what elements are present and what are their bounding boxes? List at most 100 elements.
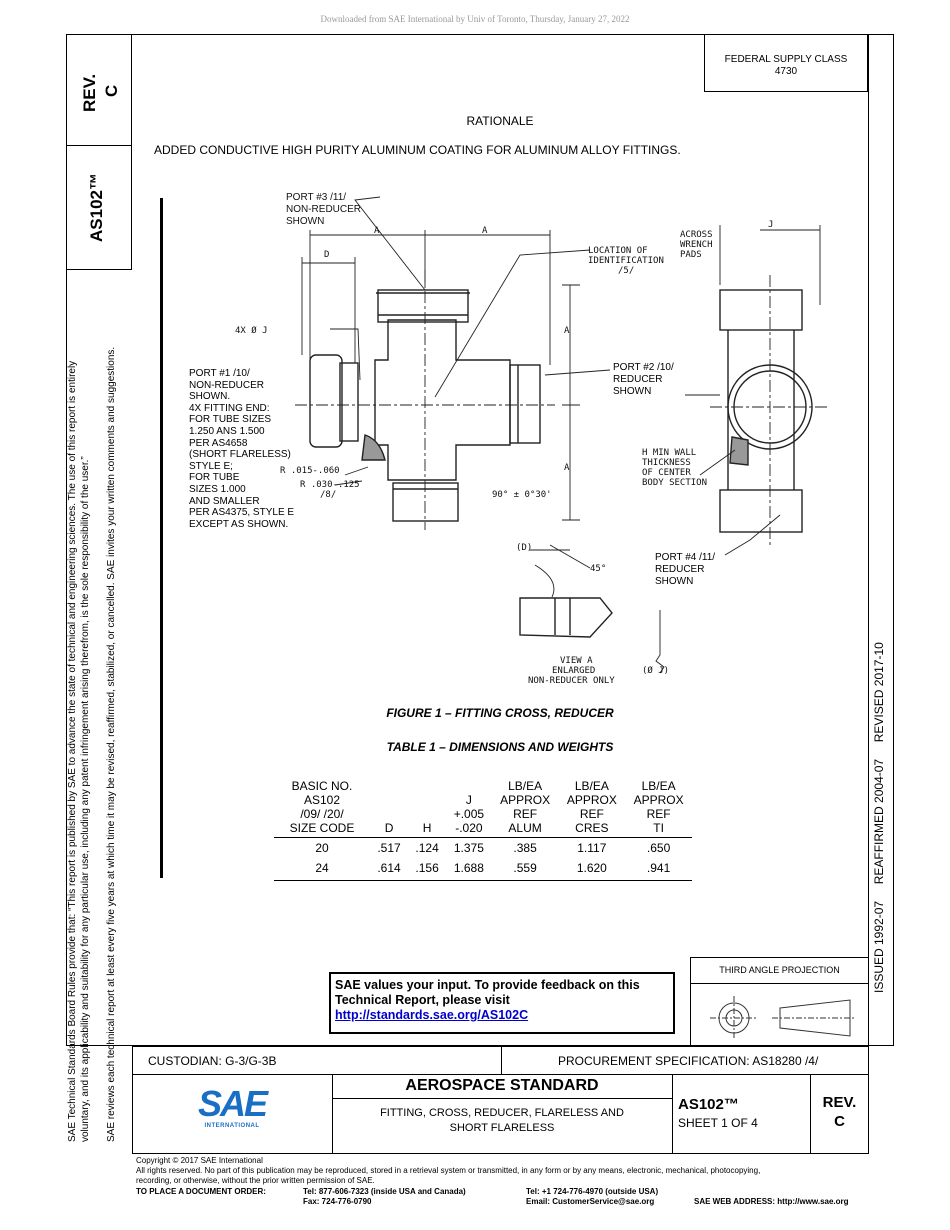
table-cell: 20 — [315, 841, 329, 855]
revision-bar — [160, 198, 163, 878]
location-line-3: /5/ — [618, 266, 634, 276]
rights-line-2: recording, or otherwise, without the pri… — [136, 1176, 375, 1185]
header-d: D — [384, 821, 394, 835]
footer: Copyright © 2017 SAE International All r… — [136, 1156, 876, 1186]
table-cell: 1.688 — [453, 861, 484, 875]
fitting-drawing: PORT #3 /11/ NON-REDUCER SHOWN A A A A D… — [235, 192, 830, 686]
radius-1: R .015-.060 — [280, 466, 340, 476]
sheet-number: SHEET 1 OF 4 — [678, 1116, 758, 1130]
rev-value-bottom: C — [834, 1113, 845, 1130]
table-cell: .124 — [415, 841, 439, 855]
port1-line: (SHORT FLARELESS) — [189, 449, 291, 461]
port4-note: PORT #4 /11/ REDUCER SHOWN — [655, 552, 715, 588]
third-angle-projection-icon — [710, 996, 856, 1040]
port3-line-1: PORT #3 /11/ — [286, 192, 346, 203]
doc-subtitle-1: FITTING, CROSS, REDUCER, FLARELESS AND — [380, 1107, 624, 1119]
port1-line: NON-REDUCER — [189, 379, 264, 391]
sae-logo-text: SAE — [197, 1083, 268, 1124]
across-line-1: ACROSS — [680, 230, 713, 240]
port4-line: REDUCER — [655, 564, 705, 575]
dim-d: D — [324, 250, 329, 260]
view-line-2: ENLARGED — [552, 666, 595, 676]
table-caption: TABLE 1 – DIMENSIONS AND WEIGHTS — [386, 740, 614, 754]
dim-j: J — [768, 220, 773, 230]
port1-line: STYLE E; — [189, 460, 233, 472]
footer-tel-2: Tel: +1 724-776-4970 (outside USA) — [526, 1187, 659, 1196]
dimensions-table: BASIC NO.AS102/09/ /20/SIZE CODE D H J+.… — [274, 779, 692, 878]
title-block-divider-1 — [332, 1074, 333, 1154]
download-note: Downloaded from SAE International by Uni… — [320, 14, 630, 24]
rationale-text: ADDED CONDUCTIVE HIGH PURITY ALUMINUM CO… — [154, 143, 681, 157]
dim-a-1: A — [374, 226, 380, 236]
doc-number: AS102™ — [678, 1096, 739, 1113]
port4-line: SHOWN — [655, 576, 694, 587]
feedback-line-2: Technical Report, please visit — [335, 993, 510, 1007]
table-cell: .650 — [646, 841, 671, 855]
right-column-divider — [868, 34, 869, 1046]
phij-label: (Ø J) — [642, 665, 669, 676]
dim-a-3: A — [564, 326, 570, 336]
feedback-link[interactable]: http://standards.sae.org/AS102C — [335, 1008, 529, 1022]
federal-line-2: 4730 — [774, 66, 798, 77]
port1-line: PER AS4375, STYLE E — [189, 507, 295, 519]
radius-2-line-1: R .030-.125 — [300, 480, 360, 490]
rev-label-bottom: REV. — [822, 1094, 857, 1111]
across-line-2: WRENCH — [680, 240, 713, 250]
table-cell: .517 — [377, 841, 401, 855]
port1-line: EXCEPT AS SHOWN. — [189, 518, 289, 530]
heading-rule — [332, 1098, 672, 1099]
port1-line: FOR TUBE — [189, 472, 240, 484]
fourx-label: 4X Ø J — [235, 325, 268, 336]
feedback-line-1: SAE values your input. To provide feedba… — [335, 978, 640, 992]
angle-label: 90° ± 0°30' — [492, 490, 552, 500]
dim-a-4: A — [564, 463, 570, 473]
footer-fax: Fax: 724-776-0790 — [303, 1197, 372, 1206]
location-line-1: LOCATION OF — [588, 246, 648, 256]
port1-line: 4X FITTING END: — [189, 402, 270, 414]
port1-line: AND SMALLER — [189, 495, 260, 507]
port3-line-3: SHOWN — [286, 216, 324, 227]
doc-subtitle-2: SHORT FLARELESS — [449, 1122, 555, 1134]
aerospace-standard-heading: AEROSPACE STANDARD — [405, 1077, 599, 1094]
footer-web: SAE WEB ADDRESS: http://www.sae.org — [694, 1197, 849, 1206]
port1-line: PORT #1 /10/ — [189, 368, 250, 379]
port2-line: SHOWN — [613, 386, 652, 397]
feedback-text: SAE values your input. To provide feedba… — [335, 978, 640, 1023]
dim-a-2: A — [482, 226, 488, 236]
page-frame — [66, 34, 894, 1046]
title-block — [132, 1074, 869, 1154]
footer-tel-1: Tel: 877-606-7323 (inside USA and Canada… — [303, 1187, 466, 1196]
feedback-box — [329, 972, 675, 1034]
dparen-label: (D) — [516, 543, 532, 553]
hmin-line-2: THICKNESS — [642, 458, 691, 468]
federal-supply-box — [704, 34, 868, 92]
order-label: TO PLACE A DOCUMENT ORDER: — [136, 1187, 266, 1196]
rev-label: REV. — [80, 73, 99, 112]
table-cell: .614 — [377, 861, 401, 875]
footer-email: Email: CustomerService@sae.org — [526, 1197, 655, 1206]
header-basic-no: BASIC NO.AS102/09/ /20/SIZE CODE — [289, 779, 355, 835]
title-block-divider-2 — [672, 1074, 673, 1154]
deg45-label: 45° — [590, 564, 606, 574]
rights-line-1: All rights reserved. No part of this pub… — [136, 1166, 761, 1175]
table-cell: .941 — [646, 861, 671, 875]
docid-box — [66, 145, 132, 270]
title-block-divider-3 — [810, 1074, 811, 1154]
hmin-line-4: BODY SECTION — [642, 478, 707, 488]
hmin-line-1: H MIN WALL — [642, 448, 696, 458]
port1-line: FOR TUBE SIZES — [189, 414, 272, 426]
figure-caption: FIGURE 1 – FITTING CROSS, REDUCER — [386, 706, 614, 720]
table-cell: .385 — [513, 841, 537, 855]
port1-line: SIZES 1.000 — [189, 483, 246, 495]
header-h: H — [422, 821, 432, 835]
port2-line: REDUCER — [613, 374, 663, 385]
table-cell: 1.117 — [577, 841, 607, 855]
table-cell: 24 — [315, 861, 329, 875]
table-row: 24 .614 .156 1.688 .559 1.620 .941 — [274, 858, 692, 878]
across-line-3: PADS — [680, 250, 702, 260]
copyright: Copyright © 2017 SAE International — [136, 1156, 263, 1165]
port2-line: PORT #2 /10/ — [613, 362, 674, 373]
port4-line: PORT #4 /11/ — [655, 552, 716, 563]
